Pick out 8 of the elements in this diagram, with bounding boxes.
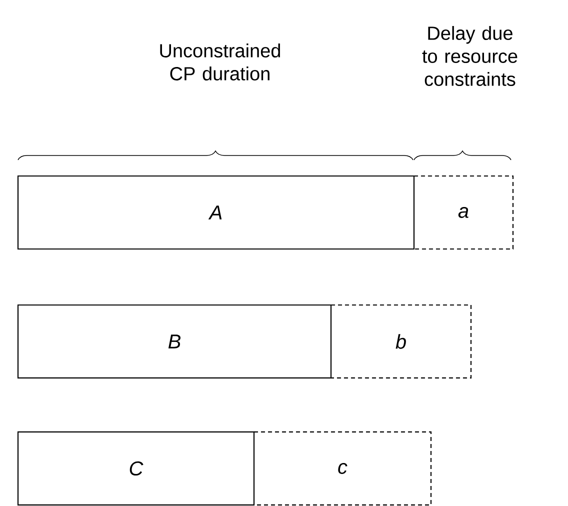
brace-label: Delay due to resource constraints	[422, 26, 518, 86]
activity-box: B	[17, 304, 332, 379]
brace-label: Unconstrained CP duration	[160, 44, 280, 80]
delay-box: a	[414, 175, 514, 250]
delay-box: b	[331, 304, 472, 379]
activity-box: C	[17, 431, 255, 506]
activity-box: A	[17, 175, 415, 250]
delay-box: c	[254, 431, 432, 506]
